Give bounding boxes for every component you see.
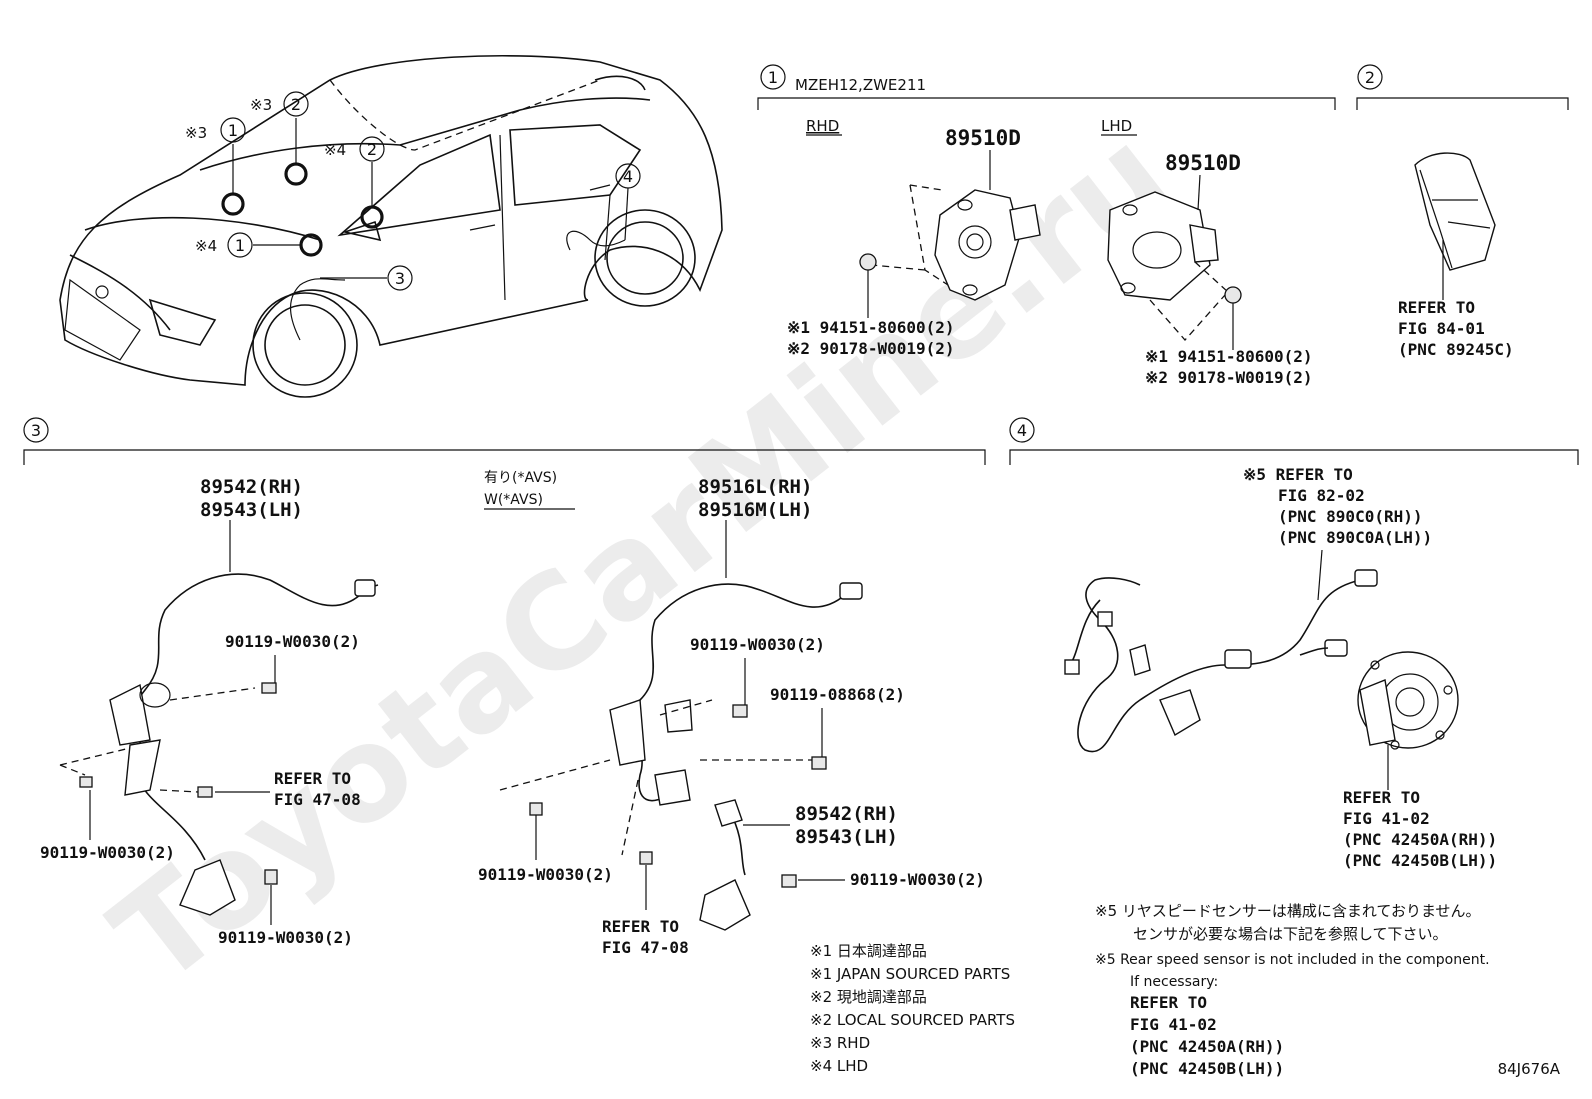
section-number: 2 — [1365, 68, 1375, 87]
car-callouts: ※3 1 ※3 2 ※4 2 ※4 1 3 4 — [185, 91, 641, 291]
section-3: 3 89542(RH) 89543(LH) 90119-W0030(2) REF… — [23, 417, 986, 957]
callout-num: 4 — [623, 167, 633, 186]
front-speed-sensor-harness-left — [109, 573, 379, 916]
rhd-note-2: ※2 90178-W0019(2) — [787, 339, 955, 358]
callout-mark: ※3 — [185, 124, 207, 142]
avs-note-jp: 有り(*AVS) — [484, 470, 557, 486]
left-refer-1: REFER TO — [274, 769, 351, 788]
section4-refer-top-2: FIG 82-02 — [1278, 486, 1365, 505]
rhd-note-1: ※1 94151-80600(2) — [787, 318, 955, 337]
note5-jp-1: ※5 リヤスピードセンサーは構成に含まれておりません。 — [1095, 902, 1481, 920]
callout-num: 3 — [395, 269, 405, 288]
section2-refer-2: FIG 84-01 — [1398, 319, 1485, 338]
callout-num: 1 — [228, 121, 238, 140]
legend-item: ※4 LHD — [810, 1057, 868, 1075]
mid-refer-1: REFER TO — [602, 917, 679, 936]
mid-bolt-b: 90119-08868(2) — [770, 685, 905, 704]
section4-refer-top-3: (PNC 890C0(RH)) — [1278, 507, 1423, 526]
note5-refer-2: FIG 41-02 — [1130, 1015, 1217, 1034]
callout-mark: ※3 — [250, 96, 272, 114]
mid-bolt-d: 90119-W0030(2) — [478, 865, 613, 884]
rear-speed-sensor-small — [699, 799, 751, 931]
lhd-note-2: ※2 90178-W0019(2) — [1145, 368, 1313, 387]
section-number: 4 — [1017, 421, 1027, 440]
callout-mark: ※4 — [324, 141, 346, 159]
note5-en-1: ※5 Rear speed sensor is not included in … — [1095, 952, 1490, 968]
callout-num: 1 — [235, 236, 245, 255]
mid-part-rh: 89516L(RH) — [698, 476, 812, 498]
note5-refer-3: (PNC 42450A(RH)) — [1130, 1037, 1284, 1056]
mid-refer-2: FIG 47-08 — [602, 938, 689, 957]
section2-refer-1: REFER TO — [1398, 298, 1475, 317]
section4-refer-top-1: ※5 REFER TO — [1243, 465, 1353, 484]
legend-item: ※1 日本調達部品 — [810, 942, 927, 960]
callout-num: 2 — [291, 95, 301, 114]
callout-num: 2 — [367, 140, 377, 159]
section-4: 4 ※5 REFER TO FIG 82-02 (PNC 890C0(RH)) … — [1009, 417, 1579, 870]
yaw-rate-sensor-rhd — [934, 150, 1041, 301]
legend: ※1 日本調達部品 ※1 JAPAN SOURCED PARTS ※2 現地調達… — [810, 942, 1015, 1075]
legend-item: ※3 RHD — [810, 1034, 870, 1052]
section4-refer-top-4: (PNC 890C0A(LH)) — [1278, 528, 1432, 547]
mid-part2-rh: 89542(RH) — [795, 803, 898, 825]
mid-bolt-a: 90119-W0030(2) — [690, 635, 825, 654]
left-refer-2: FIG 47-08 — [274, 790, 361, 809]
section4-refer-hub-4: (PNC 42450B(LH)) — [1343, 851, 1497, 870]
legend-item: ※2 LOCAL SOURCED PARTS — [810, 1011, 1015, 1029]
section-number: 1 — [768, 68, 778, 87]
section4-refer-hub-3: (PNC 42450A(RH)) — [1343, 830, 1497, 849]
section-1: 1 MZEH12,ZWE211 RHD LHD 89510D 89510D ※1… — [757, 64, 1336, 387]
rhd-label: RHD — [806, 117, 839, 135]
lhd-note-1: ※1 94151-80600(2) — [1145, 347, 1313, 366]
section4-refer-hub-1: REFER TO — [1343, 788, 1420, 807]
car-illustration — [59, 54, 723, 398]
left-part-lh: 89543(LH) — [200, 499, 303, 521]
section2-refer-3: (PNC 89245C) — [1398, 340, 1514, 359]
lhd-label: LHD — [1101, 117, 1132, 135]
mid-bolt-c: 90119-W0030(2) — [850, 870, 985, 889]
note5-refer-4: (PNC 42450B(LH)) — [1130, 1059, 1284, 1078]
avs-note-en: W(*AVS) — [484, 492, 543, 508]
section-2: 2 REFER TO FIG 84-01 (PNC 89245C) — [1356, 64, 1569, 359]
rear-axle-harness — [1064, 569, 1378, 753]
model-codes: MZEH12,ZWE211 — [795, 76, 926, 94]
yaw-rate-sensor-lhd — [1107, 174, 1219, 301]
section4-refer-hub-2: FIG 41-02 — [1343, 809, 1430, 828]
left-bolt-a: 90119-W0030(2) — [225, 632, 360, 651]
mid-part-lh: 89516M(LH) — [698, 499, 812, 521]
left-bolt-b: 90119-W0030(2) — [40, 843, 175, 862]
rear-hub-assembly — [1357, 651, 1459, 750]
note5-en-2: If necessary: — [1130, 974, 1218, 990]
section-number: 3 — [31, 421, 41, 440]
legend-item: ※1 JAPAN SOURCED PARTS — [810, 965, 1010, 983]
part-number-lhd: 89510D — [1165, 151, 1241, 175]
left-bolt-c: 90119-W0030(2) — [218, 928, 353, 947]
steering-sensor-part — [1414, 152, 1496, 271]
note5-refer-1: REFER TO — [1130, 993, 1207, 1012]
callout-mark: ※4 — [195, 237, 217, 255]
note5-jp-2: センサが必要な場合は下記を参照して下さい。 — [1133, 925, 1448, 943]
diagram-code: 84J676A — [1498, 1060, 1561, 1078]
part-number-rhd: 89510D — [945, 126, 1021, 150]
mid-part2-lh: 89543(LH) — [795, 826, 898, 848]
left-part-rh: 89542(RH) — [200, 476, 303, 498]
note-5: ※5 リヤスピードセンサーは構成に含まれておりません。 センサが必要な場合は下記… — [1095, 902, 1490, 1078]
front-speed-sensor-harness-avs — [609, 582, 863, 806]
legend-item: ※2 現地調達部品 — [810, 988, 927, 1006]
